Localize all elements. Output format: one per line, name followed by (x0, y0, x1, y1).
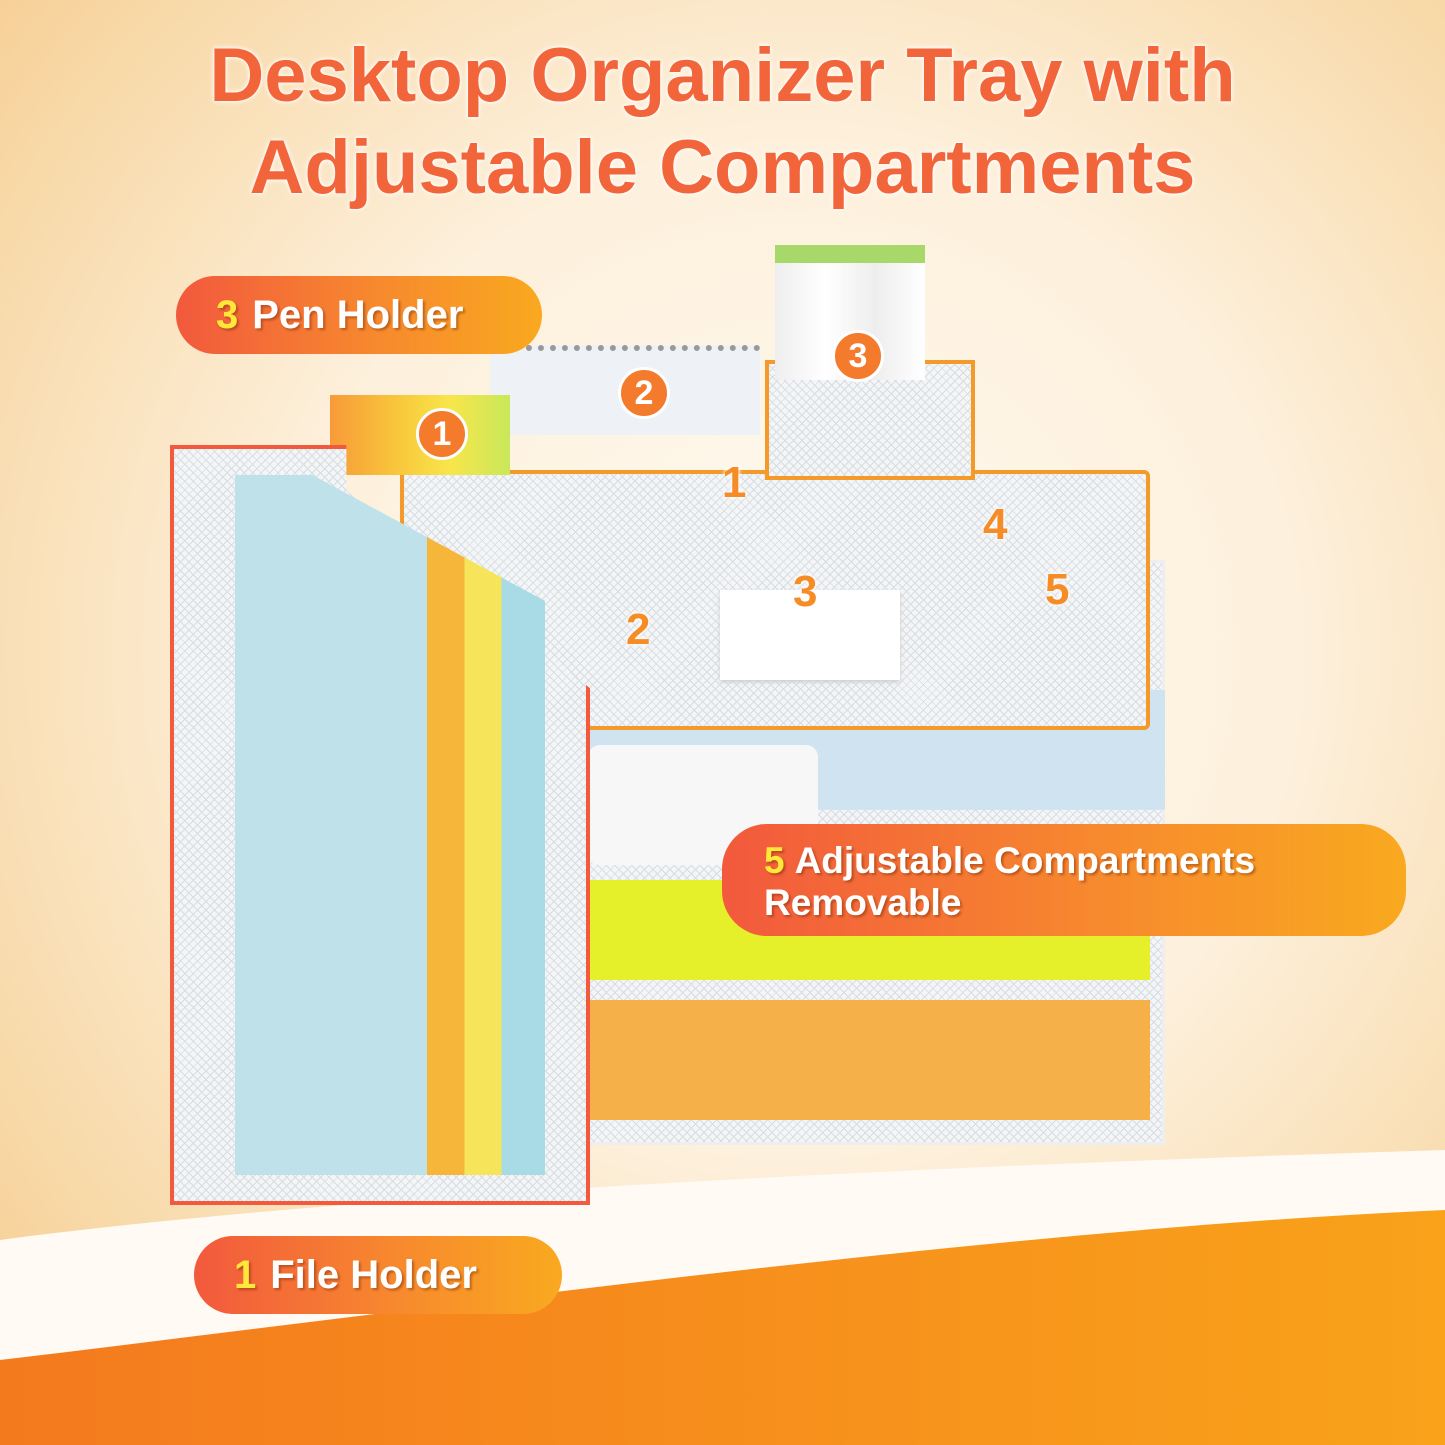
badge-2: 2 (618, 367, 670, 419)
callout-file-holder: 1 File Holder (194, 1236, 562, 1314)
compartment-4: 4 (983, 500, 1008, 549)
shelf-3-folder (590, 1000, 1150, 1120)
callout-text-2: Removable (764, 882, 962, 923)
callout-number: 1 (234, 1252, 257, 1297)
pen-cup (765, 360, 975, 480)
page-title: Desktop Organizer Tray with Adjustable C… (0, 30, 1445, 214)
badge-3: 3 (832, 330, 884, 382)
callout-number: 3 (216, 292, 239, 337)
badge-1: 1 (416, 408, 468, 460)
callout-text: File Holder (270, 1252, 477, 1297)
callout-text: Adjustable Compartments (794, 840, 1256, 881)
title-line-1: Desktop Organizer Tray with (209, 33, 1236, 118)
notepad (720, 590, 900, 680)
file-folders (235, 475, 545, 1175)
callout-text: Pen Holder (252, 292, 464, 337)
compartment-5: 5 (1045, 565, 1070, 614)
markers (775, 245, 925, 380)
callout-pen-holder: 3 Pen Holder (176, 276, 542, 354)
compartment-1: 1 (722, 458, 747, 507)
title-line-2: Adjustable Compartments (249, 125, 1196, 210)
callout-number: 5 (764, 840, 785, 881)
compartment-3: 3 (793, 567, 818, 616)
compartment-2: 2 (626, 605, 651, 654)
bottom-wave-orange (0, 1170, 1445, 1445)
